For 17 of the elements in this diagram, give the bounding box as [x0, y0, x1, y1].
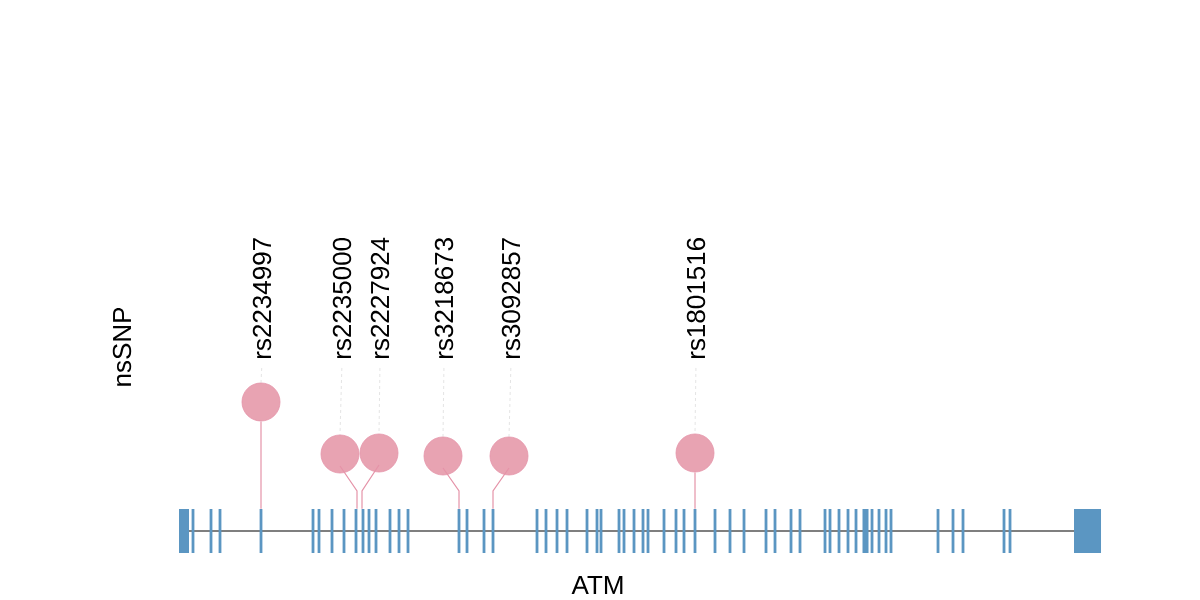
- snp-label: rs2227924: [370, 237, 390, 359]
- snp-circle: [423, 436, 463, 476]
- snp-label: rs2234997: [252, 238, 272, 359]
- snp-circle: [359, 433, 399, 473]
- snp-label: rs3218673: [434, 238, 454, 359]
- gene-model-drawing: [179, 509, 1101, 553]
- snp-circle: [320, 434, 360, 474]
- snp-label: rs2235000: [332, 237, 352, 359]
- lollipop-stem: [694, 471, 696, 510]
- snp-circle: [489, 436, 529, 476]
- gene-name: ATM: [571, 576, 623, 594]
- lollipop-stem: [260, 420, 262, 510]
- snp-label: rs3092857: [501, 238, 521, 359]
- snp-label: rs1801516: [686, 238, 706, 359]
- axis-label: nsSNP: [112, 307, 132, 386]
- snp-circle: [675, 433, 715, 473]
- snp-circle: [241, 382, 281, 422]
